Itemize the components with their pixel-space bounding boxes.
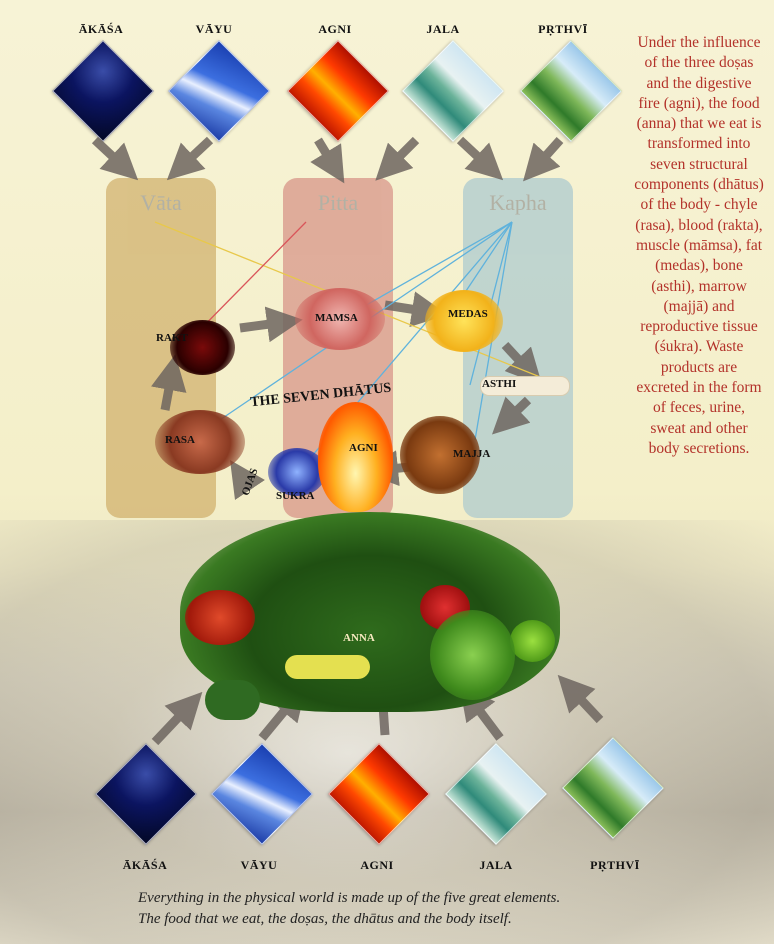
arrow-asthi-majja [491, 396, 532, 435]
label-majja: MAJJA [453, 448, 491, 460]
label-rasa: RASA [165, 434, 195, 446]
arrow-jala-kapha [456, 136, 504, 181]
label-agni-center: AGNI [349, 442, 378, 454]
arrow-jala-food [459, 683, 504, 741]
majja-image [400, 416, 480, 494]
caption-line-1: Everything in the physical world is made… [138, 890, 561, 906]
green-apple-image [510, 620, 555, 662]
rasa-image [155, 410, 245, 474]
arrow-medas-asthi [501, 341, 543, 386]
label-agni-top: AGNI [318, 22, 352, 36]
grapes-image [430, 610, 515, 700]
kapha-title: Kapha [489, 190, 547, 215]
arrow-rakta-mamsa [239, 306, 303, 343]
label-anna: ANNA [343, 632, 375, 644]
caption: Everything in the physical world is made… [138, 888, 738, 930]
sukra-image [268, 448, 326, 496]
label-vayu-bottom: VĀYU [240, 858, 278, 872]
label-prthvi-top: PṚTHVĪ [538, 22, 588, 36]
arrow-akasa-food [151, 691, 203, 746]
tomato-image [185, 590, 255, 645]
arrow-ojas [230, 460, 265, 500]
asthi-image [480, 376, 570, 396]
label-akasa-bottom: ĀKĀŚA [122, 858, 168, 872]
label-medas: MEDAS [448, 308, 488, 320]
label-rakta: RAKT [156, 332, 188, 344]
label-sukra: SUKRA [276, 490, 315, 502]
arrow-rasa-rakta [151, 354, 187, 411]
label-akasa-top: ĀKĀŚA [78, 22, 124, 36]
caption-line-2: The food that we eat, the doṣas, the dhā… [138, 911, 512, 927]
rakta-image [170, 320, 235, 375]
label-asthi: ASTHI [482, 378, 517, 390]
agni-fire-image [318, 402, 393, 512]
arrow-agni-pitta [310, 137, 345, 184]
banana-image [285, 655, 370, 679]
explanation-text: Under the influence of the three doṣas a… [634, 34, 764, 457]
vata-title: Vāta [140, 190, 182, 215]
mamsa-image [295, 288, 385, 350]
pitta-title: Pitta [317, 190, 359, 215]
label-mamsa: MAMSA [315, 312, 358, 324]
arrow-jala-pitta [375, 136, 420, 181]
arrow-vayu-vata [166, 136, 214, 181]
label-jala-bottom: JALA [479, 858, 513, 872]
cucumber-image [205, 680, 260, 720]
arrow-prthvi-kapha [523, 137, 564, 182]
label-agni-bottom: AGNI [360, 858, 394, 872]
arrow-mamsa-medas [384, 291, 448, 328]
arrow-prthvi-food [557, 674, 604, 724]
label-vayu-top: VĀYU [195, 22, 233, 36]
medas-image [425, 290, 503, 352]
label-jala-top: JALA [426, 22, 460, 36]
arrow-akasa-vata [91, 136, 139, 181]
label-prthvi-bottom: PṚTHVĪ [590, 858, 640, 872]
